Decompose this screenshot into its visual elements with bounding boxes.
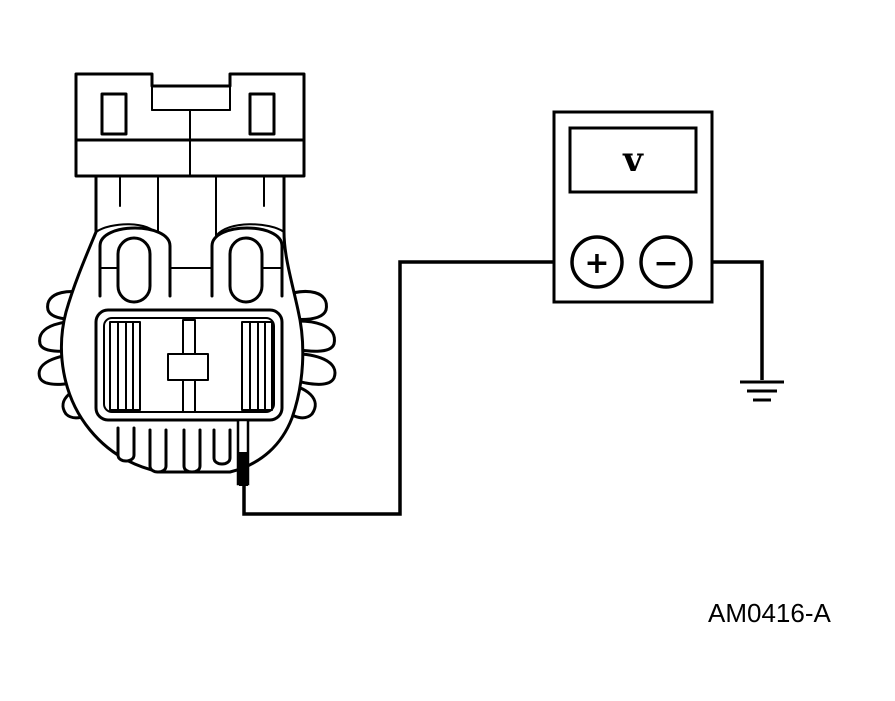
positive-lead-wire <box>242 260 572 516</box>
figure-reference-code: AM0416-A <box>708 598 831 628</box>
negative-terminal-label: − <box>653 246 678 281</box>
negative-lead-wire <box>690 260 764 380</box>
ground-icon <box>740 380 784 402</box>
voltmeter-icon: v + − <box>552 110 714 304</box>
negative-terminal: − <box>639 235 693 289</box>
meter-display-symbol: v <box>622 140 644 180</box>
meter-display <box>568 126 698 194</box>
positive-terminal-label: + <box>584 246 609 281</box>
bottom-pins <box>116 426 232 474</box>
positive-terminal: + <box>570 235 624 289</box>
component-housing-icon <box>37 72 337 474</box>
connector-block <box>74 72 306 178</box>
module-plate <box>94 308 284 422</box>
probe-icon <box>236 418 250 486</box>
mounting-slots <box>98 226 284 304</box>
